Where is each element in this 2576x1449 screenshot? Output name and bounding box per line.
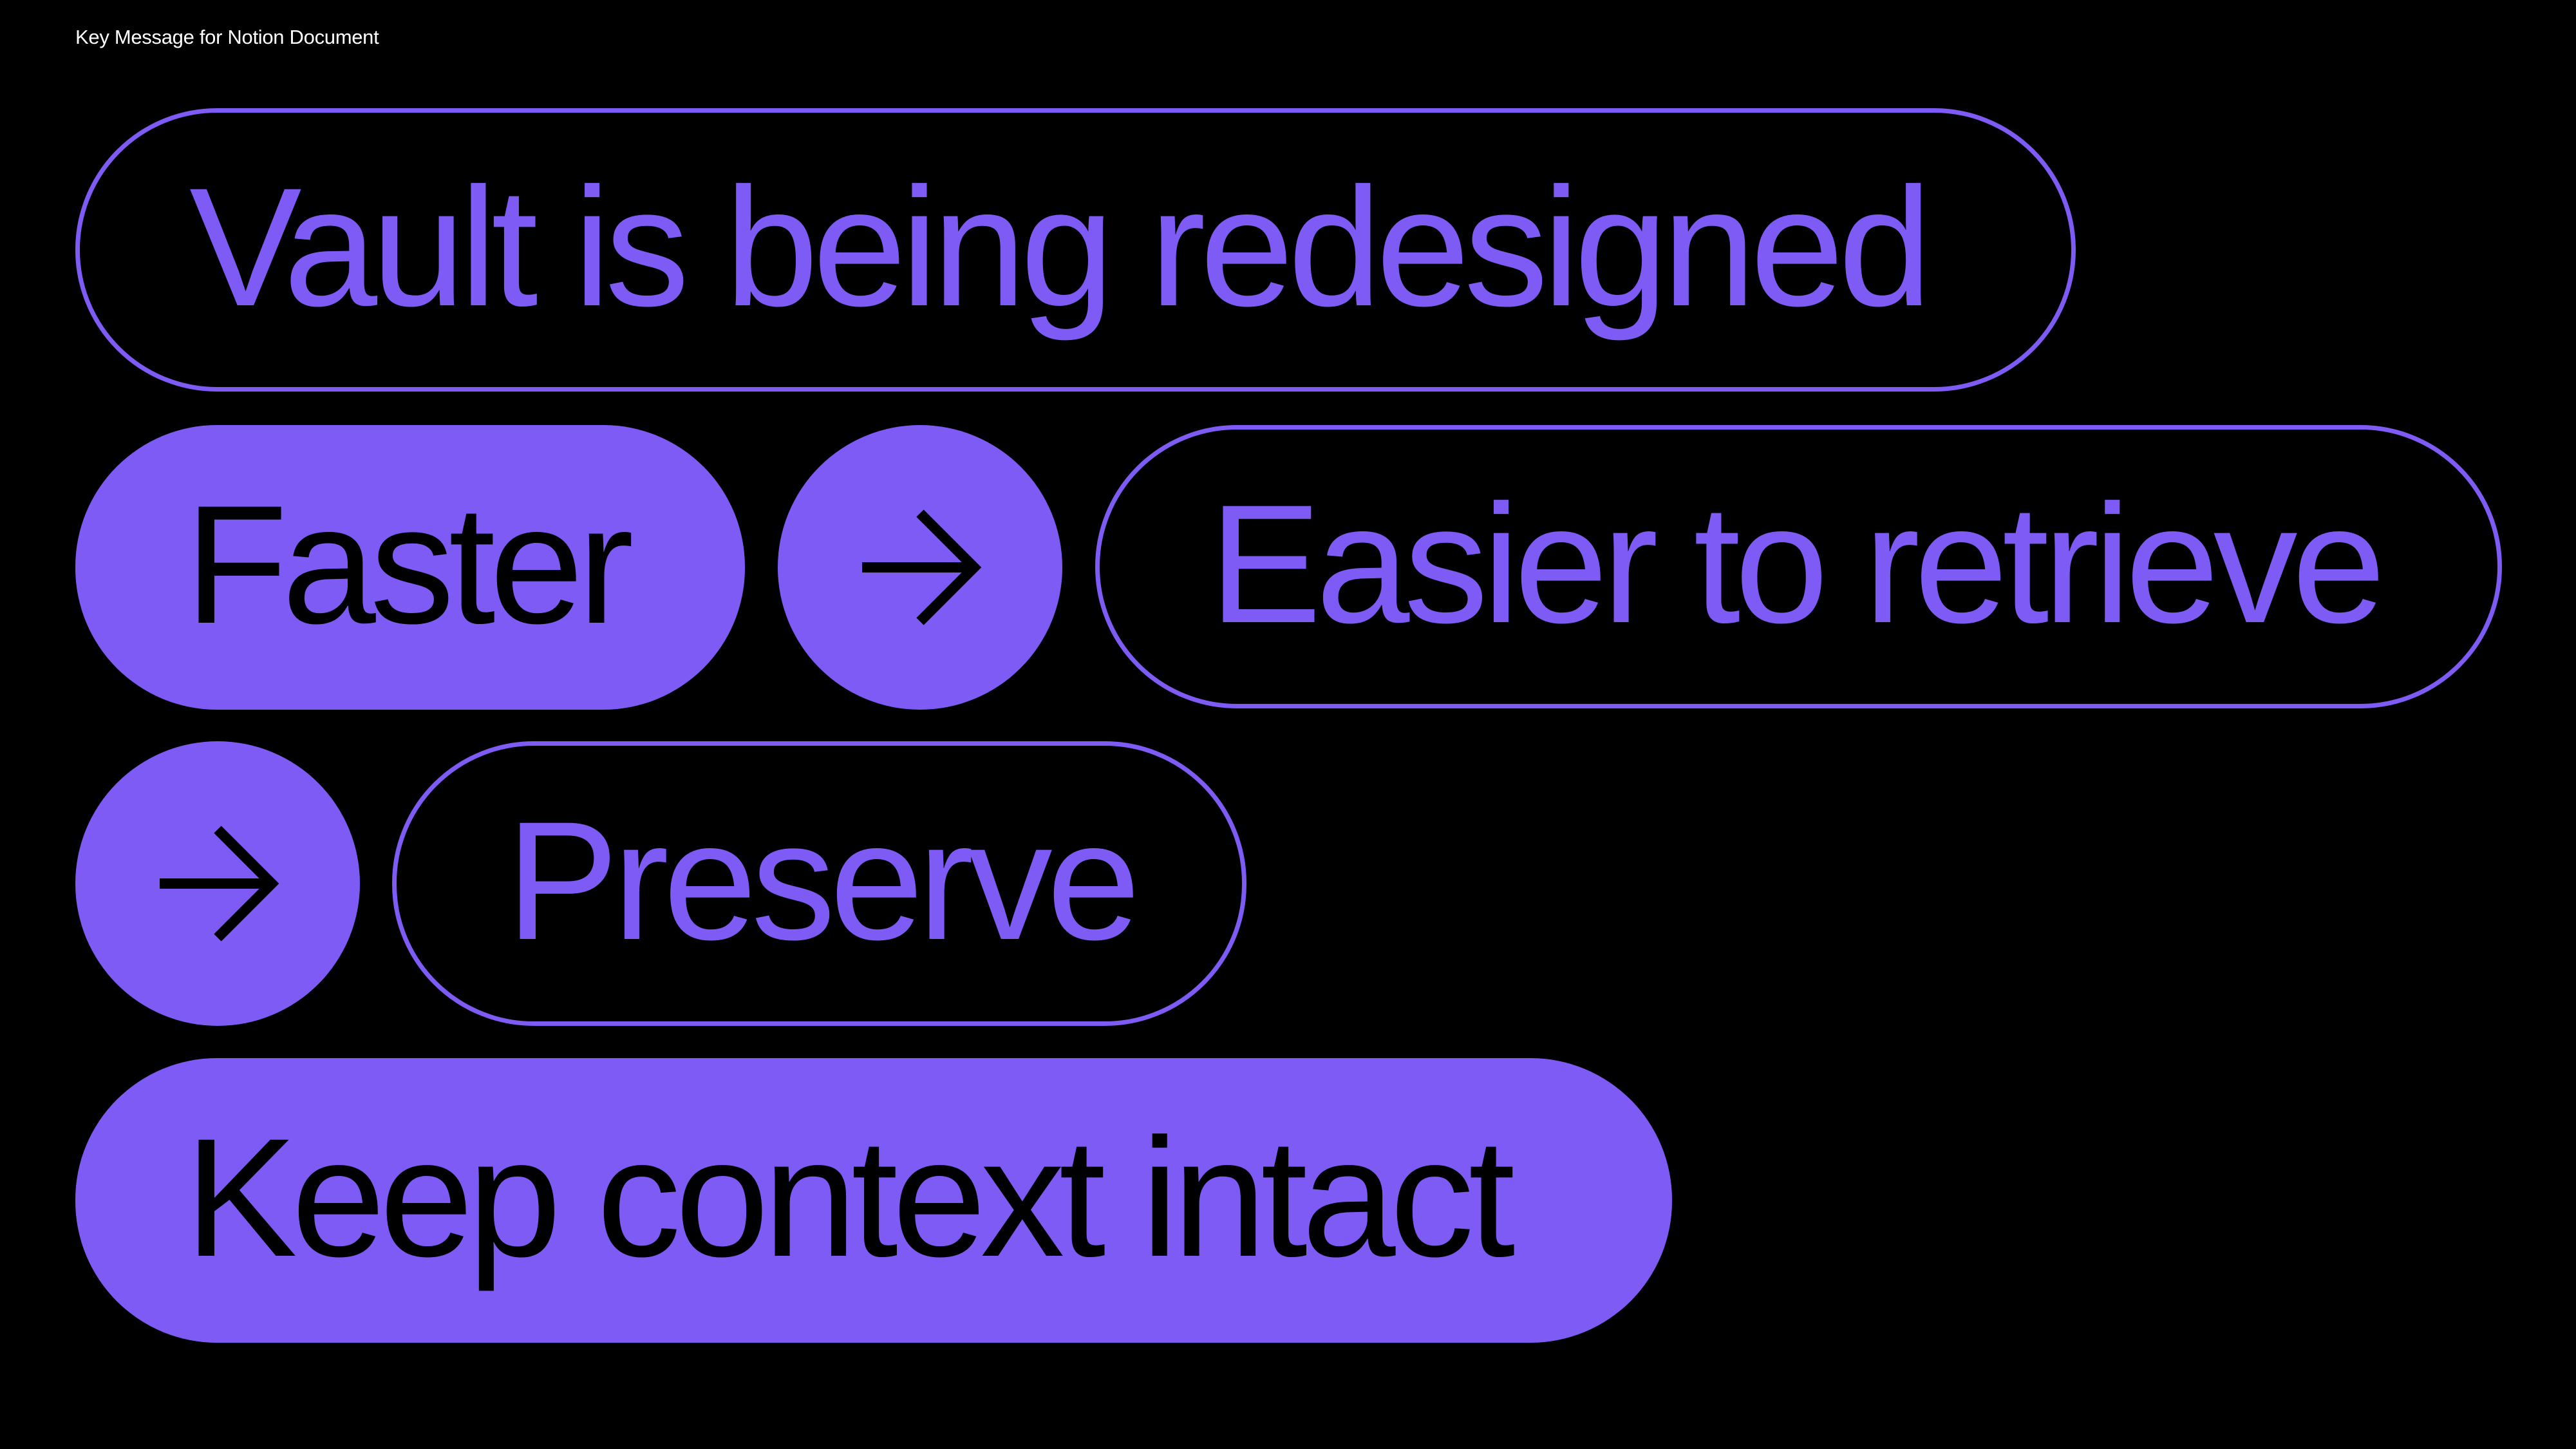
arrow-right-icon <box>160 826 279 942</box>
document-caption: Key Message for Notion Document <box>75 26 379 48</box>
arrow-circle-2 <box>75 741 360 1026</box>
headline-text: Vault is being redesigned <box>189 153 1932 341</box>
preserve-pill: Preserve <box>392 741 1246 1026</box>
arrow-circle-1 <box>778 425 1062 710</box>
faster-pill: Faster <box>75 425 745 710</box>
preserve-text: Preserve <box>506 786 1140 975</box>
headline-pill: Vault is being redesigned <box>75 108 2076 392</box>
arrow-right-icon <box>862 509 982 625</box>
easier-to-retrieve-text: Easier to retrieve <box>1209 469 2385 658</box>
easier-to-retrieve-pill: Easier to retrieve <box>1095 425 2502 708</box>
keep-context-intact-text: Keep context intact <box>185 1103 1515 1292</box>
faster-text: Faster <box>185 470 634 659</box>
keep-context-intact-pill: Keep context intact <box>75 1058 1672 1343</box>
